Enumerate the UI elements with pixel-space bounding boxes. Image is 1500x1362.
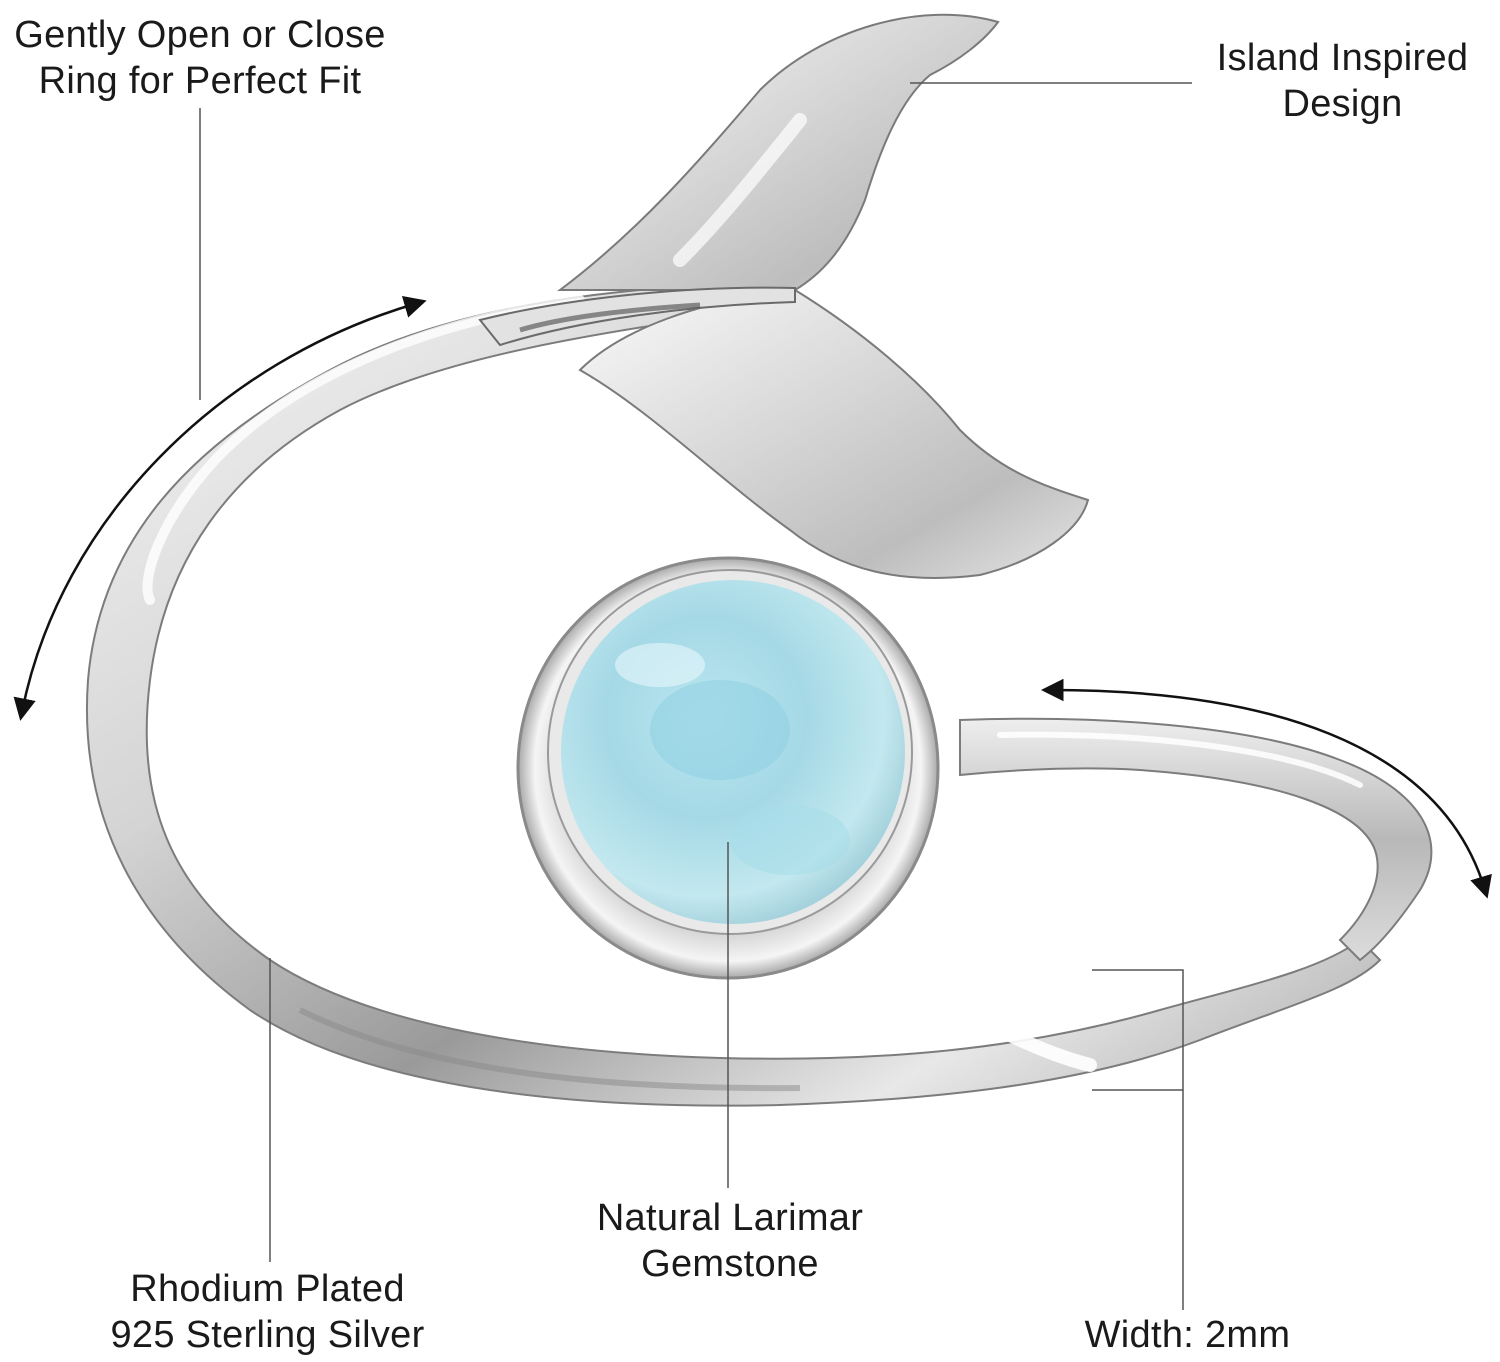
callout-island-design-line2: Design (1282, 83, 1403, 125)
callout-adjustable-fit-line2: Ring for Perfect Fit (38, 60, 362, 102)
leader-lines (199, 82, 1192, 1310)
adjust-arrows (13, 295, 1492, 899)
callout-larimar-gemstone-line1: Natural Larimar (596, 1197, 864, 1239)
band-lower-shadow (298, 1007, 801, 1092)
band-lower-highlight (993, 1023, 1097, 1072)
callout-band-width-line1: Width: 2mm (1084, 1314, 1291, 1356)
arrow-right-adjust (1041, 678, 1492, 899)
tail-fluke-lower (578, 288, 1090, 579)
callout-adjustable-fit: Gently Open or Close Ring for Perfect Fi… (0, 12, 400, 104)
callout-island-design: Island Inspired Design (1190, 35, 1495, 127)
callout-band-width: Width: 2mm (1060, 1312, 1315, 1358)
callout-larimar-gemstone: Natural Larimar Gemstone (560, 1195, 900, 1287)
arrow-left-adjust (13, 295, 427, 721)
gemstone-setting (516, 556, 940, 980)
leader-width (1092, 969, 1184, 1091)
stone-marbling (650, 680, 790, 780)
callout-larimar-gemstone-line2: Gemstone (641, 1243, 819, 1285)
stone-marbling-2 (730, 805, 850, 875)
callout-adjustable-fit-line1: Gently Open or Close (14, 14, 386, 56)
callout-sterling-silver: Rhodium Plated 925 Sterling Silver (80, 1266, 455, 1358)
callout-island-design-line1: Island Inspired (1216, 37, 1469, 79)
tail-stem (478, 286, 796, 347)
callout-sterling-silver-line2: 925 Sterling Silver (110, 1314, 425, 1356)
callout-sterling-silver-line1: Rhodium Plated (130, 1268, 405, 1310)
tail-fluke-highlight (673, 113, 807, 267)
whale-tail (478, 13, 1090, 579)
band-right-shank (959, 717, 1433, 962)
tail-shine (519, 302, 701, 333)
stone-highlight (615, 643, 705, 687)
